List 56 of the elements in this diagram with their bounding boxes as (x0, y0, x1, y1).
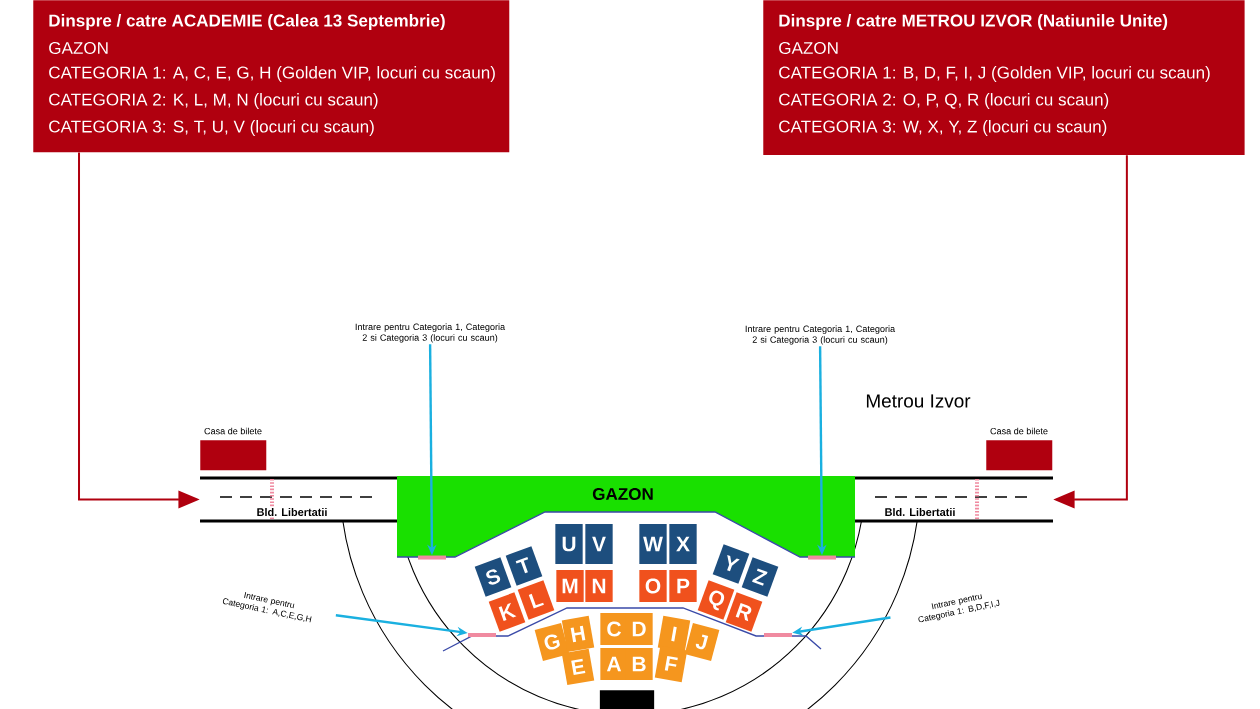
seating-block: R (725, 592, 763, 632)
gate-marker (808, 555, 836, 560)
road: Bld. Libertatii (200, 476, 397, 523)
seating-block: F (654, 645, 688, 683)
seating-block: U (555, 524, 583, 564)
gate-marker (468, 633, 496, 637)
seating-block: B (625, 648, 653, 680)
seating-block: H (561, 615, 595, 653)
stage-block (599, 690, 655, 709)
entrance-note: Intrare pentru Categoria 1, Categoria 2 si Categoria 3 (locuri cu scaun) (355, 323, 506, 343)
seating-block: C (600, 613, 628, 645)
node-label: N (592, 578, 606, 594)
seating-block: I (657, 615, 691, 653)
entrance-note: Intrare pentru Categoria 1: B,D,F,I,J (918, 594, 1000, 623)
node-label: I (671, 626, 677, 642)
ticket-booth: Casa de bilete (986, 427, 1053, 471)
entrance-note: Intrare pentru Categoria 1, Categoria 2 si Categoria 3 (locuri cu scaun) (745, 325, 896, 345)
node-label: C (607, 621, 622, 637)
seating-block: P (669, 570, 697, 602)
node-label: H (570, 625, 586, 643)
node-label: A (606, 656, 622, 672)
node-label: B (632, 656, 646, 672)
place-label: Metrou Izvor (866, 394, 971, 408)
seating-block: S (474, 557, 512, 597)
ticket-booth: Casa de bilete (200, 427, 267, 471)
info-panel: Dinspre / catre METROU IZVOR (Natiunile Unite) GAZON CATEGORIA 1: B, D, F, I, J (Golden VIP, locuri cu scaun) CATEGORIA 2: O, P, Q, R (locuri cu scaun) CATEGORIA 3: W, X, Y, Z (locuri cu scaun) (763, 0, 1245, 155)
node-label: G (544, 634, 560, 650)
gate-marker (418, 555, 446, 560)
seating-block: Y (712, 544, 750, 584)
seating-block: X (669, 524, 697, 564)
seating-block: T (505, 546, 543, 586)
node-label: D (632, 621, 646, 637)
seating-block: Z (741, 557, 779, 597)
seating-block: Q (697, 580, 735, 620)
seating-block: L (517, 580, 555, 620)
seating-block: E (561, 648, 595, 686)
seating-block: N (585, 570, 613, 602)
node-label: Bld. Libertatii (257, 507, 327, 517)
seating-block: V (585, 524, 613, 564)
seating-block: A (600, 648, 628, 680)
node-label: Casa de bilete (990, 427, 1048, 435)
seating-block: K (488, 592, 526, 632)
seating-block: W (639, 524, 667, 564)
entrance-note: Intrare pentru Categoria 1: A,C,E,G,H (222, 592, 312, 623)
seating-block: O (639, 570, 667, 602)
gate-marker (764, 633, 792, 637)
seating-block: M (556, 570, 584, 602)
info-panel: Dinspre / catre ACADEMIE (Calea 13 Septembrie) GAZON CATEGORIA 1: A, C, E, G, H (Golden VIP, locuri cu scaun) CATEGORIA 2: K, L, M, N (locuri cu scaun) CATEGORIA 3: S, T, U, V (locuri cu scaun) (33, 0, 510, 153)
node-label: M (562, 578, 578, 594)
seating-block: D (625, 613, 653, 645)
road: Bld. Libertatii (855, 476, 1053, 523)
node-label: E (571, 658, 586, 676)
node-label: F (664, 656, 678, 671)
node-label: Casa de bilete (204, 427, 262, 435)
seating-block: J (684, 623, 720, 661)
node-label: J (695, 634, 709, 650)
